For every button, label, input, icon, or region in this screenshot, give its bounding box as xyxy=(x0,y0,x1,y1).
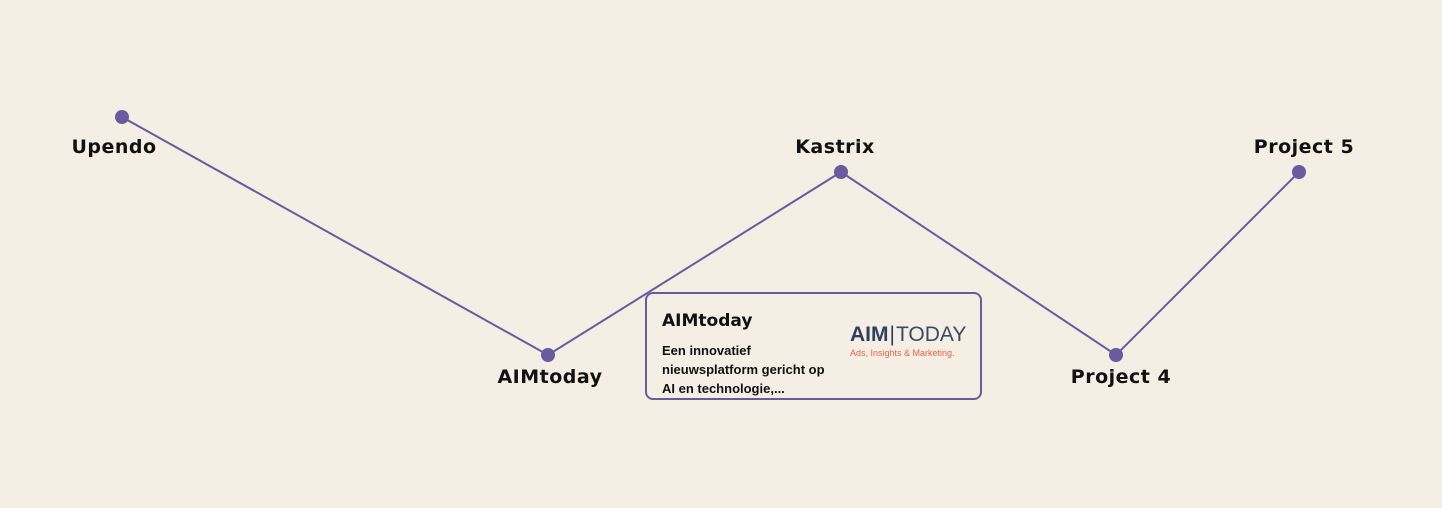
timeline-label-project-4[interactable]: Project 4 xyxy=(1070,366,1172,388)
timeline-node-kastrix[interactable] xyxy=(834,165,848,179)
logo-separator: | xyxy=(889,323,895,346)
timeline-node-upendo[interactable] xyxy=(115,110,129,124)
logo-wordmark: AIM|TODAY xyxy=(850,324,968,346)
aimtoday-logo: AIM|TODAY Ads, Insights & Marketing. xyxy=(850,324,968,359)
logo-tagline: Ads, Insights & Marketing. xyxy=(850,348,955,358)
timeline-label-aimtoday[interactable]: AIMtoday xyxy=(497,366,603,388)
timeline-node-project-4[interactable] xyxy=(1109,348,1123,362)
project-preview-card[interactable]: AIMtoday Een innovatief nieuwsplatform g… xyxy=(645,292,982,400)
timeline-node-aimtoday[interactable] xyxy=(541,348,555,362)
card-description: Een innovatief nieuwsplatform gericht op… xyxy=(662,343,825,396)
card-title: AIMtoday xyxy=(662,311,753,331)
logo-word-aim: AIM xyxy=(850,323,889,346)
timeline-label-kastrix[interactable]: Kastrix xyxy=(795,136,875,158)
timeline-label-upendo[interactable]: Upendo xyxy=(71,136,157,158)
timeline-node-project-5[interactable] xyxy=(1292,165,1306,179)
logo-word-today: TODAY xyxy=(895,323,967,346)
timeline-label-project-5[interactable]: Project 5 xyxy=(1253,136,1355,158)
